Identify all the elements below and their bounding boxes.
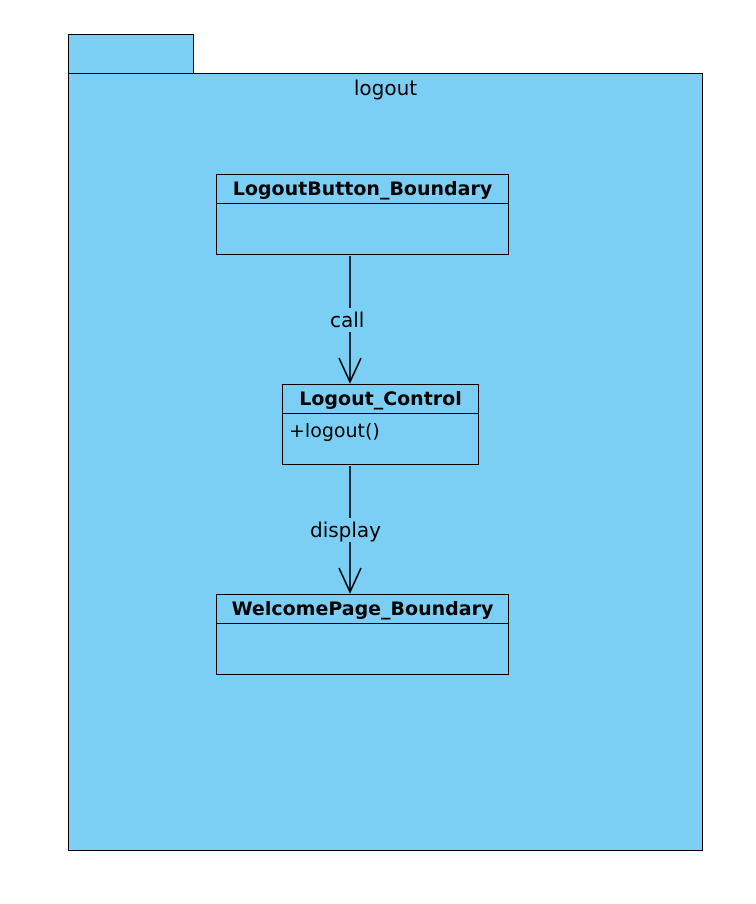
class-operations: +logout(): [283, 414, 478, 443]
package-tab: [68, 34, 194, 74]
class-name: Logout_Control: [283, 385, 478, 414]
class-operations: [217, 624, 508, 629]
edge-label-call: call: [327, 308, 368, 332]
class-logout-button-boundary[interactable]: LogoutButton_Boundary: [216, 174, 509, 255]
class-operations: [217, 204, 508, 209]
class-welcome-page-boundary[interactable]: WelcomePage_Boundary: [216, 594, 509, 675]
class-name: WelcomePage_Boundary: [217, 595, 508, 624]
operation-logout: +logout(): [289, 420, 380, 442]
edge-label-display: display: [307, 518, 385, 542]
package-name: logout: [353, 76, 418, 100]
class-logout-control[interactable]: Logout_Control +logout(): [282, 384, 479, 465]
class-name: LogoutButton_Boundary: [217, 175, 508, 204]
